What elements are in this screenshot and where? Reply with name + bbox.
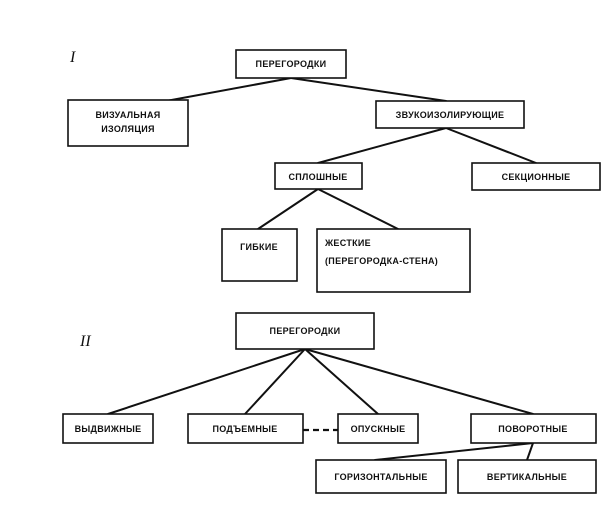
node-root-2: ПЕРЕГОРОДКИ xyxy=(235,312,375,350)
svg-text:СПЛОШНЫЕ: СПЛОШНЫЕ xyxy=(288,172,347,182)
section-1-numeral: I xyxy=(69,49,76,66)
svg-text:ВИЗУАЛЬНАЯ: ВИЗУАЛЬНАЯ xyxy=(95,110,160,120)
node-rigid: ЖЕСТКИЕ (ПЕРЕГОРОДКА-СТЕНА) xyxy=(316,228,471,293)
svg-text:ОПУСКНЫЕ: ОПУСКНЫЕ xyxy=(351,424,406,434)
edge-rotating-horizontal xyxy=(374,442,534,461)
node-vertical: ВЕРТИКАЛЬНЫЕ xyxy=(457,459,597,494)
node-soundproof: ЗВУКОИЗОЛИРУЮЩИЕ xyxy=(375,100,525,129)
svg-text:ПЕРЕГОРОДКИ: ПЕРЕГОРОДКИ xyxy=(256,59,327,69)
svg-text:ГИБКИЕ: ГИБКИЕ xyxy=(240,242,278,252)
section-2-numeral: II xyxy=(79,333,91,350)
node-horizontal: ГОРИЗОНТАЛЬНЫЕ xyxy=(315,459,447,494)
edge-sound-sectional xyxy=(445,127,537,164)
node-visual-isolation: ВИЗУАЛЬНАЯ ИЗОЛЯЦИЯ xyxy=(67,99,189,147)
edge-solid-rigid xyxy=(317,188,399,230)
node-lowering: ОПУСКНЫЕ xyxy=(337,413,419,444)
svg-text:ПЕРЕГОРОДКИ: ПЕРЕГОРОДКИ xyxy=(270,326,341,336)
svg-text:ВЫДВИЖНЫЕ: ВЫДВИЖНЫЕ xyxy=(75,424,142,434)
node-sliding: ВЫДВИЖНЫЕ xyxy=(62,413,154,444)
edge-root2-rotating xyxy=(304,348,534,415)
svg-text:ПОДЪЕМНЫЕ: ПОДЪЕМНЫЕ xyxy=(212,424,277,434)
node-root-1: ПЕРЕГОРОДКИ xyxy=(235,49,347,79)
svg-text:ПОВОРОТНЫЕ: ПОВОРОТНЫЕ xyxy=(498,424,567,434)
node-lifting: ПОДЪЕМНЫЕ xyxy=(187,413,304,444)
svg-text:ЖЕСТКИЕ: ЖЕСТКИЕ xyxy=(324,238,371,248)
edge-rotating-vertical xyxy=(526,442,534,461)
svg-text:(ПЕРЕГОРОДКА-СТЕНА): (ПЕРЕГОРОДКА-СТЕНА) xyxy=(325,256,438,266)
node-sectional: СЕКЦИОННЫЕ xyxy=(471,162,601,191)
svg-text:ИЗОЛЯЦИЯ: ИЗОЛЯЦИЯ xyxy=(101,124,154,134)
edge-solid-flexible xyxy=(257,188,319,230)
svg-text:ВЕРТИКАЛЬНЫЕ: ВЕРТИКАЛЬНЫЕ xyxy=(487,472,567,482)
edge-root2-sliding xyxy=(107,348,306,415)
svg-text:СЕКЦИОННЫЕ: СЕКЦИОННЫЕ xyxy=(502,172,571,182)
edge-sound-solid xyxy=(317,127,447,164)
edge-root2-lifting xyxy=(244,348,306,415)
node-solid: СПЛОШНЫЕ xyxy=(274,162,363,190)
edge-root2-lowering xyxy=(304,348,379,415)
svg-text:ЗВУКОИЗОЛИРУЮЩИЕ: ЗВУКОИЗОЛИРУЮЩИЕ xyxy=(396,110,505,120)
edge-root1-sound xyxy=(290,77,447,102)
node-rotating: ПОВОРОТНЫЕ xyxy=(470,413,597,444)
node-flexible: ГИБКИЕ xyxy=(221,228,298,282)
svg-text:ГОРИЗОНТАЛЬНЫЕ: ГОРИЗОНТАЛЬНЫЕ xyxy=(334,472,427,482)
